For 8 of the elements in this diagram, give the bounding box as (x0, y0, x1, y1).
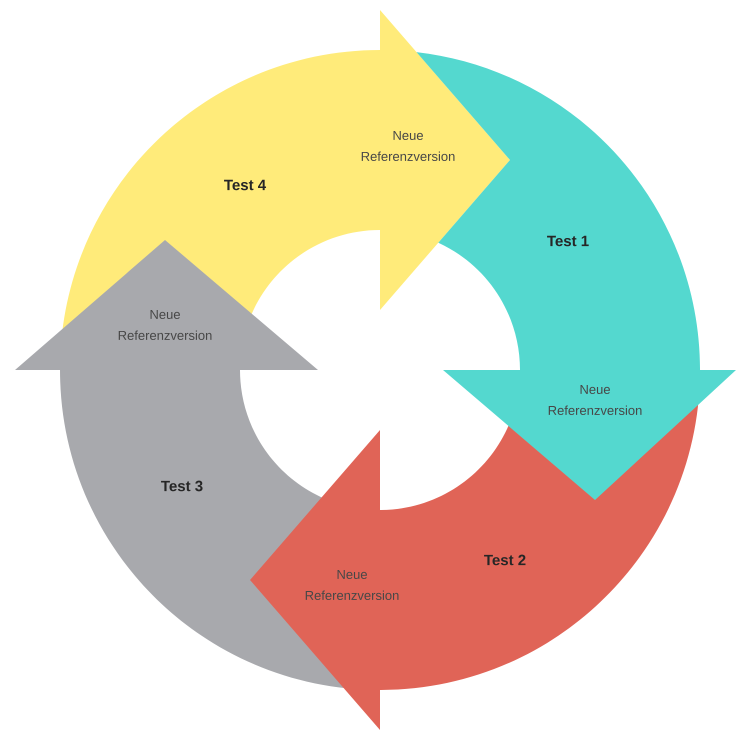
segment-label: Test 4 (224, 180, 266, 190)
segment-label: Test 2 (484, 554, 526, 566)
head-label: Neue Referenzversion (306, 570, 398, 600)
head-label: Neue Referenzversion (362, 130, 454, 162)
head-label: Neue Referenzversion (548, 384, 642, 416)
segment-label: Test 3 (161, 480, 203, 492)
segment-label: Test 1 (547, 236, 589, 246)
head-label: Neue Referenzversion (118, 310, 212, 340)
